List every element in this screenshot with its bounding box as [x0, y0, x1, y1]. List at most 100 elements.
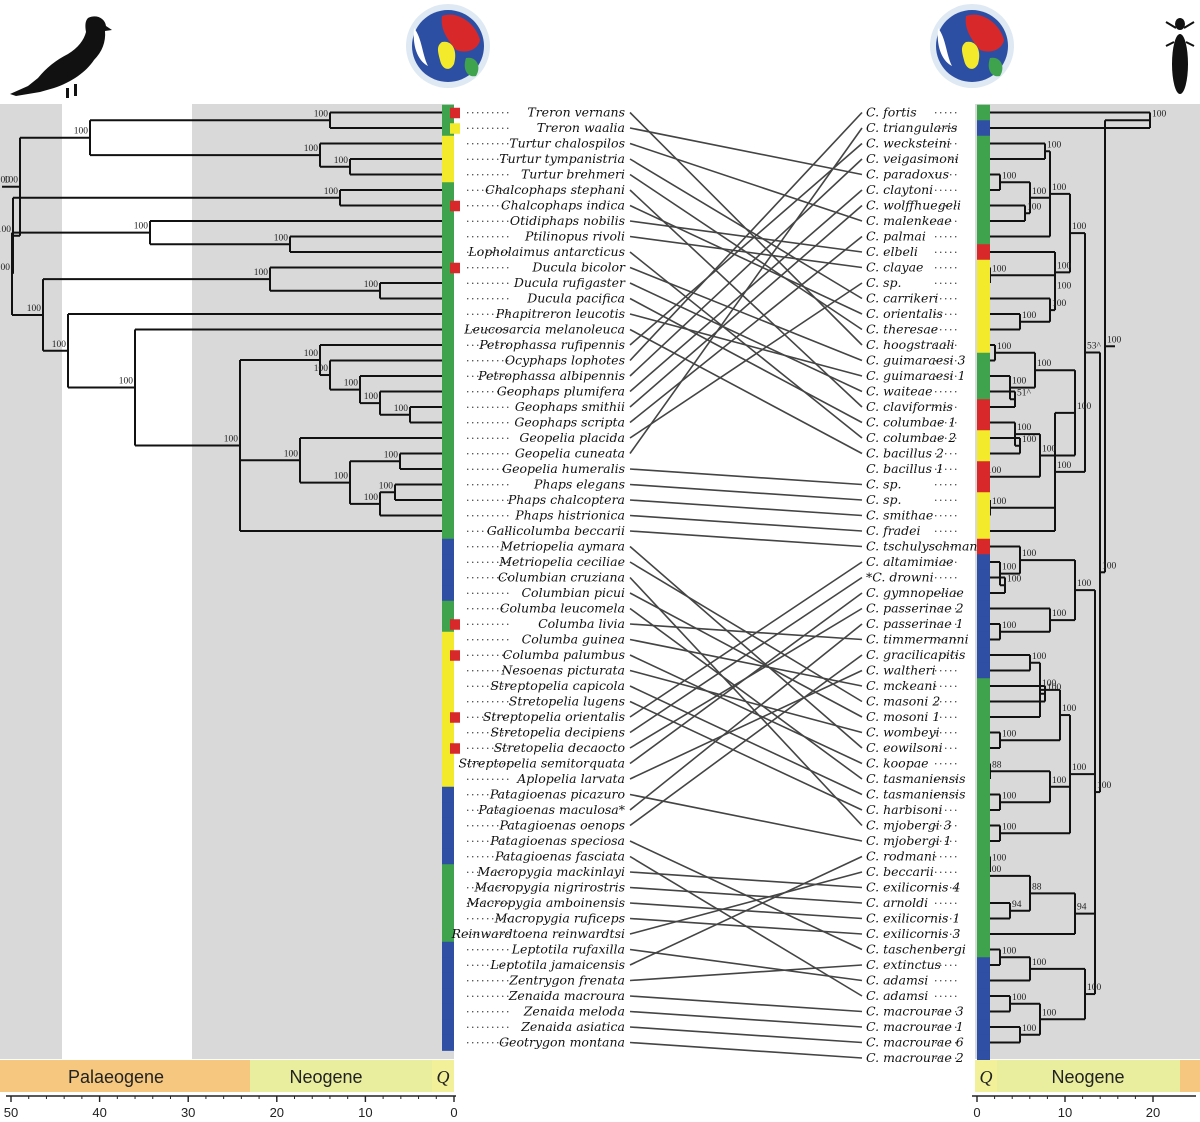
host-tip-label: Macropygia amboinensis [466, 895, 625, 910]
host-leader-dots: ········· [466, 370, 511, 383]
parasite-tip-label: C. clayae [866, 260, 923, 275]
host-tip-label: Otidiphaps nobilis [510, 213, 625, 228]
host-leader-dots: ········· [466, 758, 511, 771]
host-leader-dots: ········· [466, 293, 511, 306]
parasite-leader-dots: ····· [934, 355, 959, 368]
host-leader-dots: ········· [466, 494, 511, 507]
parasite-tip-label: C. sp. [866, 477, 901, 492]
host-leader-dots: ········· [466, 417, 511, 430]
parasite-region-bar [977, 383, 990, 400]
host-region-bar [442, 507, 454, 524]
host-leader-dots: ········· [466, 246, 511, 259]
host-tip-label: Patagioenas picazuro [489, 787, 625, 802]
world-region-map-icon [406, 4, 490, 88]
parasite-leader-dots: ····· [934, 432, 959, 445]
host-region-bar [442, 693, 454, 710]
axis-tick-label: 20 [1146, 1105, 1160, 1120]
host-tip-label: Nesoenas picturata [500, 663, 625, 678]
parasite-tip-label: C. altamimiae [866, 554, 954, 569]
host-leader-dots: ········· [466, 882, 511, 895]
host-leader-dots: ········· [466, 355, 511, 368]
parasite-region-bar [977, 879, 990, 896]
parasite-tip-label: C. smithae [866, 508, 933, 523]
host-region-bar [442, 368, 454, 385]
parasite-support-value: 100 [1042, 679, 1057, 689]
axis-tick-label: 0 [450, 1105, 457, 1120]
association-line [629, 282, 863, 393]
host-region-bar [442, 151, 454, 168]
host-region-bar [442, 833, 454, 850]
host-leader-dots: ········· [466, 742, 511, 755]
host-tip-label: Macropygia ruficeps [494, 911, 625, 926]
parasite-leader-dots: ····· [934, 1052, 959, 1065]
host-tip-label: Treron vernans [527, 105, 625, 120]
host-leader-dots: ········· [466, 851, 511, 864]
host-support-value: 100 [52, 340, 67, 350]
louse-silhouette-icon [1165, 18, 1195, 94]
parasite-leader-dots: ····· [934, 231, 959, 244]
host-tip-label: Geopelia cuneata [515, 446, 625, 461]
host-tip-label: Patagioenas oenops [498, 818, 625, 833]
parasite-tip-label: C. macrourae 1 [866, 1019, 964, 1034]
host-region-bar [442, 1019, 454, 1036]
association-line [629, 266, 863, 362]
association-line [629, 545, 863, 749]
parasite-region-bar [977, 135, 990, 152]
parasite-tip-label: C. passerinae 2 [866, 601, 964, 616]
parasite-region-bar [977, 926, 990, 943]
parasite-region-bar [977, 957, 990, 974]
association-line [629, 127, 863, 454]
parasite-tip-label: C. bacillus 1 [866, 461, 944, 476]
host-region-bar [442, 786, 454, 803]
association-line [629, 514, 863, 532]
parasite-tip-label: C. mckeani [866, 678, 936, 693]
host-support-value: 100 [4, 176, 19, 186]
host-region-bar [442, 879, 454, 896]
parasite-tip-label: C. arnoldi [866, 895, 928, 910]
parasite-region-bar [977, 647, 990, 664]
parasite-tip-label: C. exilicornis 1 [866, 911, 960, 926]
parasite-tip-label: C. macrourae 3 [866, 1004, 964, 1019]
host-tip-label: Zenaida meloda [523, 1004, 625, 1019]
parasite-leader-dots: ····· [934, 308, 959, 321]
association-line [629, 313, 863, 377]
parasite-support-value: 100 [1032, 652, 1047, 662]
parasite-leader-dots: ····· [934, 1006, 959, 1019]
parasite-region-bar [977, 120, 990, 137]
host-region-bar [442, 600, 454, 617]
association-line [629, 607, 863, 780]
parasite-region-bar [977, 1019, 990, 1036]
host-tip-label: Phaps chalcoptera [507, 492, 625, 507]
parasite-support-value: 100 [1077, 579, 1092, 589]
association-line [629, 158, 863, 377]
parasite-support-value: 100 [1002, 621, 1017, 631]
parasite-tip-label: C. beccarii [866, 864, 934, 879]
parasite-shade [975, 104, 1200, 1059]
parasite-support-value: 100 [1012, 993, 1027, 1003]
host-tip-label: Treron waalia [537, 120, 625, 135]
parasite-support-value: 100 [1022, 549, 1037, 559]
host-region-bar [442, 414, 454, 431]
host-tip-label: Petrophassa albipennis [477, 368, 625, 383]
host-support-value: 100 [334, 156, 349, 166]
parasite-leader-dots: ····· [934, 556, 959, 569]
host-leader-dots: ········· [466, 944, 511, 957]
parasite-tip-label: C. sp. [866, 275, 901, 290]
parasite-neogene-band [997, 1060, 1180, 1092]
association-line [629, 142, 863, 222]
parasite-leader-dots: ····· [934, 897, 959, 910]
association-line [629, 638, 863, 687]
parasite-quaternary-band [975, 1060, 997, 1092]
parasite-tip-label: C. hoogstraali [866, 337, 954, 352]
parasite-leader-dots: ····· [934, 851, 959, 864]
association-line [629, 669, 863, 734]
parasite-region-bar [977, 755, 990, 772]
host-secondary-region-marker [450, 123, 460, 134]
parasite-tip-label: C. bacillus 2 [866, 446, 944, 461]
parasite-region-bar [977, 259, 990, 276]
host-region-bar [442, 290, 454, 307]
association-line [629, 530, 863, 548]
host-region-bar [442, 492, 454, 509]
association-line [629, 654, 863, 765]
